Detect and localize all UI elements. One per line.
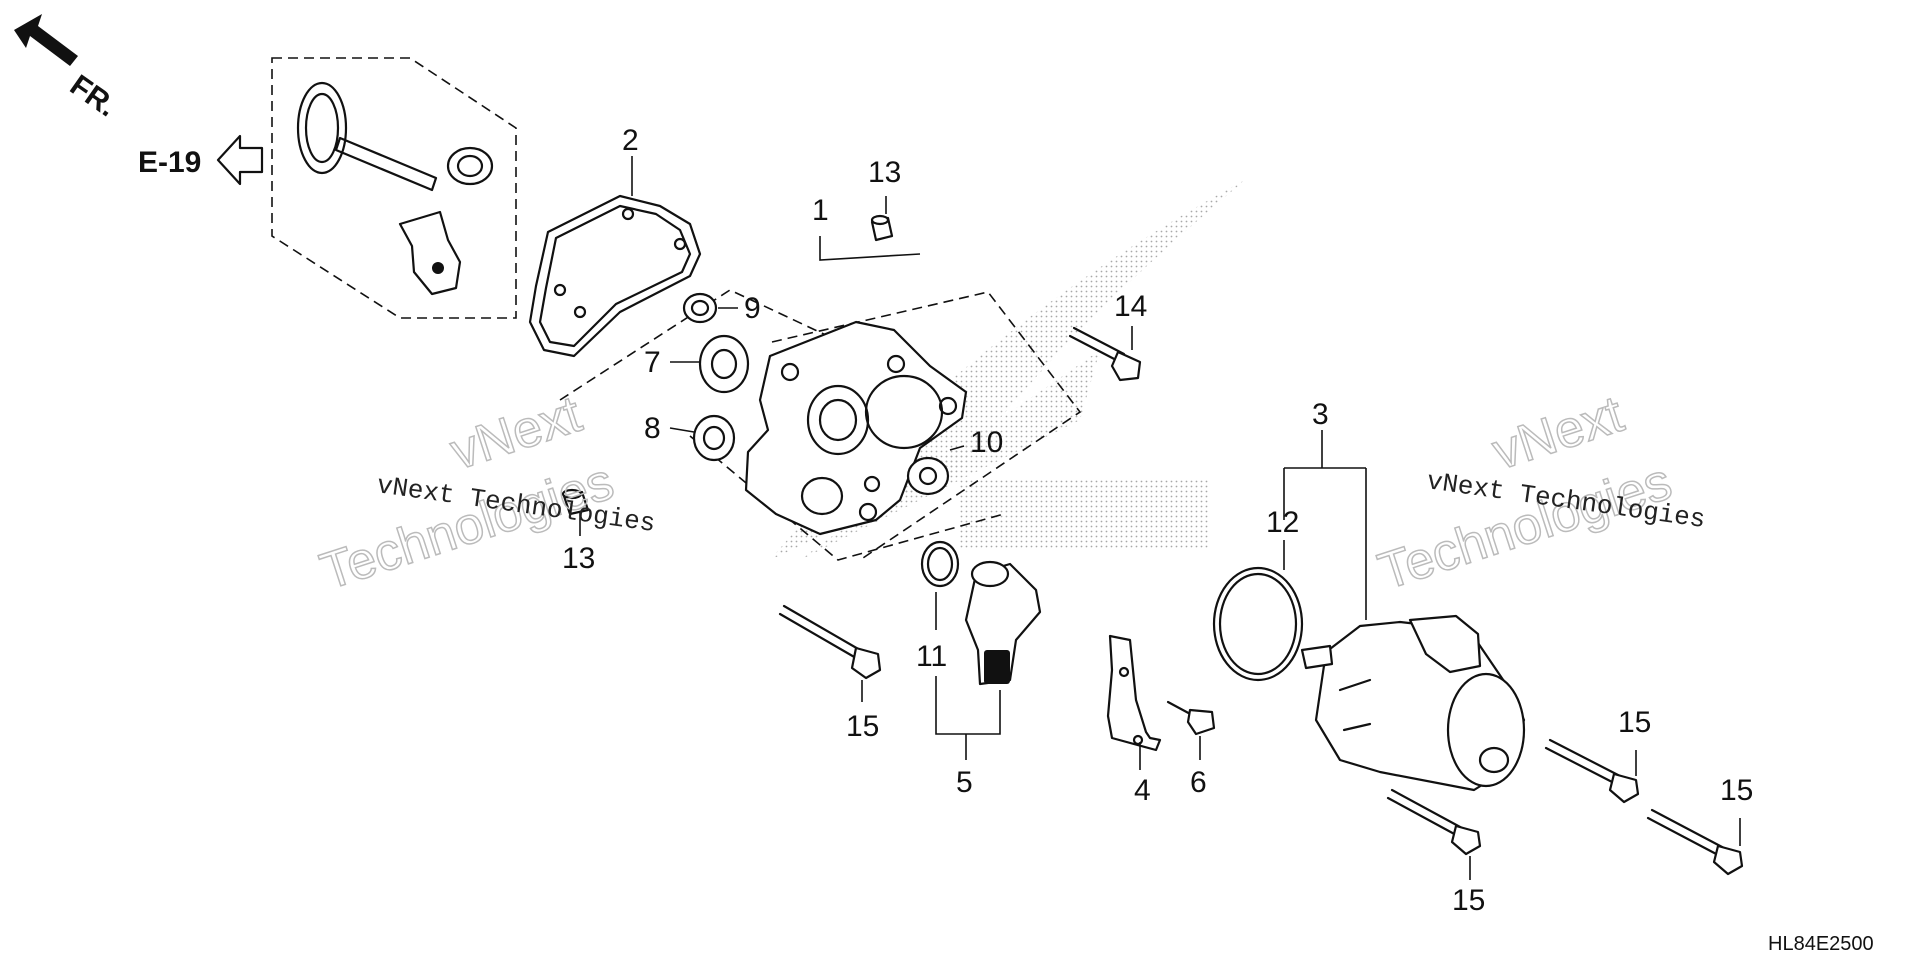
sensor-unit — [964, 560, 1042, 686]
callout-15-center: 15 — [1452, 884, 1485, 917]
svg-text:Technologies: Technologies — [1372, 452, 1679, 601]
collar-10 — [906, 456, 950, 496]
callout-9: 9 — [744, 292, 761, 325]
o-ring-12 — [1212, 566, 1304, 682]
reference-label: E-19 — [138, 146, 201, 179]
referenced-gear-assembly — [271, 57, 517, 319]
bearing-7 — [698, 334, 750, 394]
callout-14: 14 — [1114, 290, 1147, 323]
section-reference: E-19 — [138, 134, 264, 186]
leader-lines — [579, 156, 1741, 880]
starter-motor — [1300, 614, 1526, 792]
callout-1: 1 — [812, 194, 829, 227]
bolt-15-lower-right — [1646, 808, 1744, 876]
bearing-9 — [682, 292, 718, 324]
bolt-15-left — [778, 604, 882, 680]
callout-4: 4 — [1134, 774, 1151, 807]
front-label: FR. — [64, 69, 123, 124]
callout-3: 3 — [1312, 398, 1329, 431]
callout-8: 8 — [644, 412, 661, 445]
callout-15-left: 15 — [846, 710, 879, 743]
callout-15-lower-right: 15 — [1720, 774, 1753, 807]
front-direction-arrow: FR. — [14, 14, 123, 123]
group-outline — [689, 435, 1005, 561]
group-outline — [771, 291, 1082, 561]
gasket-part — [528, 194, 702, 358]
callout-15-upper-right: 15 — [1618, 706, 1651, 739]
callout-2: 2 — [622, 124, 639, 157]
callout-11: 11 — [916, 640, 947, 673]
bracket-4 — [1106, 634, 1162, 752]
arrow-icon — [14, 14, 78, 66]
bearing-8 — [692, 414, 736, 462]
callout-13-top: 13 — [868, 156, 901, 189]
shaft-icon — [334, 136, 438, 192]
callout-12: 12 — [1266, 506, 1299, 539]
callout-6: 6 — [1190, 766, 1207, 799]
callout-labels: 1 2 3 4 5 6 7 8 9 10 11 12 13 13 14 15 1… — [562, 124, 1753, 917]
bolt-15-center — [1386, 788, 1482, 856]
diagram-code: HL84E2500 — [1768, 933, 1874, 955]
watermark-right: vNext Technologies vNext Technologies — [1371, 384, 1707, 602]
callout-7: 7 — [644, 346, 661, 379]
callout-13-left: 13 — [562, 542, 595, 575]
bolt-15-upper-right — [1544, 738, 1640, 804]
dowel-pin-13-top — [870, 214, 894, 242]
bolt-14 — [1068, 326, 1142, 382]
small-gear-icon — [446, 146, 494, 186]
dowel-pin-13-left — [561, 488, 590, 516]
shift-arm-icon — [398, 210, 462, 296]
hollow-arrow-icon — [216, 134, 264, 186]
callout-5: 5 — [956, 766, 973, 799]
watermark-left: vNext Technologies vNext Technologies — [313, 384, 657, 602]
cover-housing — [744, 320, 968, 536]
svg-text:vNext: vNext — [1486, 385, 1631, 481]
callout-10: 10 — [970, 426, 1003, 459]
o-ring-11 — [920, 540, 960, 588]
bolt-6 — [1166, 700, 1216, 736]
